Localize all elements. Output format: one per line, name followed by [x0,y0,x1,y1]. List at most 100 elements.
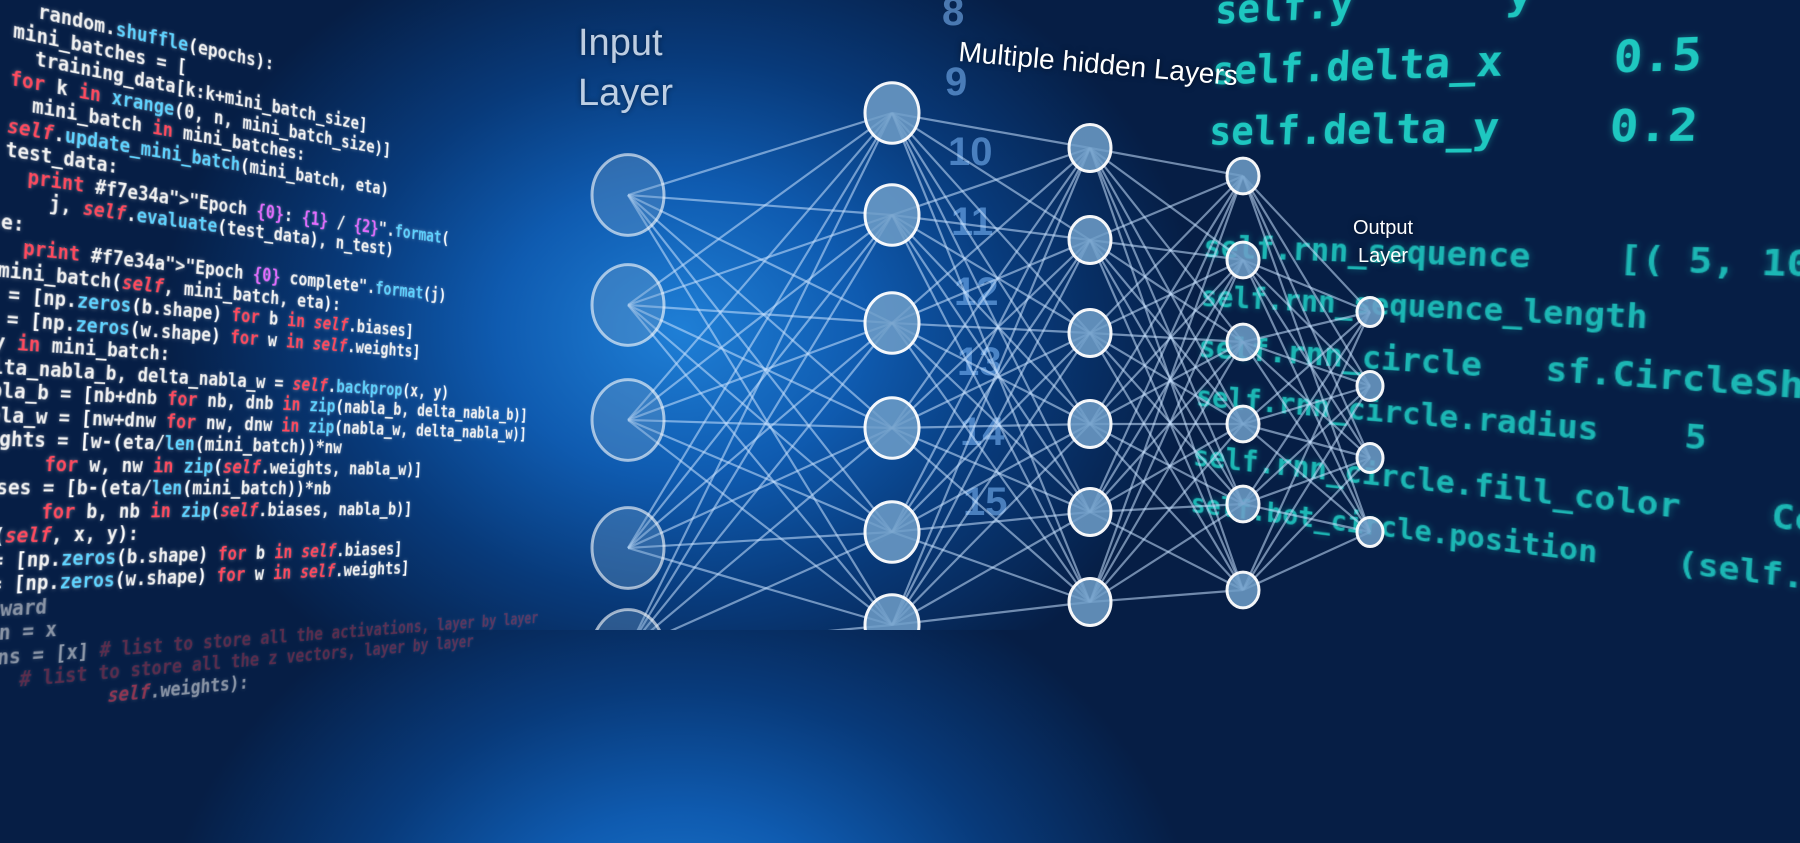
output-node [1355,369,1385,403]
hidden-node [1225,240,1261,280]
connection-edge [1089,175,1244,334]
connection-edge [1089,146,1244,178]
connection-edge [891,214,1091,425]
connection-edge [891,214,1091,513]
connection-edge [627,322,893,549]
hidden-node [1067,214,1113,266]
connection-edge [891,423,1091,626]
hidden-node [863,593,921,630]
connection-edge [891,112,1091,425]
connection-edge [1242,175,1371,387]
connection-edge [891,213,1091,242]
connection-edge [1089,147,1244,343]
connection-edge [627,304,893,533]
connection-edge [891,147,1091,429]
connection-edge [627,214,893,421]
connection-edge [627,304,893,626]
connection-edge [891,239,1091,429]
connection-edge [891,322,1091,603]
connection-edge [1242,385,1371,505]
connection-edge [1089,174,1244,242]
connection-edge [1242,456,1371,506]
connection-edge [891,239,1091,626]
connection-edge [1089,332,1244,591]
hidden-node [1067,122,1113,174]
connection-edge [627,194,893,429]
connection-edge [891,146,1091,217]
connection-edge [891,332,1091,626]
connection-edge [1089,175,1244,425]
connection-edge [1242,423,1371,533]
connection-edge [627,303,893,325]
connection-edge [891,112,1091,241]
connection-edge [1242,530,1371,592]
connection-edge [627,419,893,626]
connection-edge [627,213,893,307]
hidden-node [863,81,921,145]
connection-edge [1089,511,1244,591]
hidden-node [1225,322,1261,362]
connection-edge [1089,239,1244,505]
connection-edge [1089,502,1244,514]
connection-edge [1089,423,1244,505]
connection-edge [1089,238,1244,262]
background-number: 11 [951,200,994,244]
connection-edge [1242,457,1371,591]
connection-edge [891,600,1091,627]
background-number: 8 [942,0,965,34]
connection-edge [1242,259,1371,459]
connection-edge [827,623,893,630]
connection-edge [1242,259,1371,533]
connection-edge [1242,175,1371,313]
input-layer-label: Input Layer [578,22,674,114]
connection-edge [891,426,1091,514]
connection-edge [1242,422,1371,460]
connection-edge [1242,259,1371,387]
connection-edge [891,422,1091,430]
connection-edge [891,112,1091,334]
background-number: 12 [954,270,999,314]
connection-edge [627,194,893,533]
background-number: 9 [945,60,968,104]
input-node [590,153,666,237]
connection-edge [891,322,1091,425]
input-node [590,263,666,347]
connection-edge [1089,341,1244,603]
connection-edge [1088,175,1245,603]
hidden-node [1225,570,1261,610]
connection-edge [636,112,893,630]
background-number: 10 [948,130,993,174]
connection-edge [1242,311,1371,425]
connection-edge [891,214,1091,334]
connection-edge [890,112,1092,603]
hidden-node [1225,484,1261,524]
connection-edge [627,112,893,421]
connection-edge [1088,147,1245,591]
connection-edge [891,332,1091,429]
connection-edge [650,427,893,630]
connection-edge [891,147,1091,533]
connection-edge [1089,341,1244,513]
hidden-node [1225,404,1261,444]
connection-edge [1242,341,1371,459]
connection-edge [1242,502,1371,534]
connection-edge [1089,588,1244,604]
connection-edge [1242,310,1371,344]
connection-edge [627,321,893,422]
connection-edge [891,510,1091,534]
connection-edge [1089,147,1244,261]
network-diagram [590,81,1385,630]
connection-edge [627,111,893,197]
connection-edge [670,530,893,630]
connection-edge [891,427,1091,603]
connection-edge [1088,239,1245,591]
connection-edge [1089,332,1244,505]
connection-edge [1242,384,1371,426]
connection-edge [1089,423,1244,513]
connection-edge [627,194,893,626]
connection-edge [891,111,1091,150]
connection-edge [891,322,1091,513]
connection-edge [1242,385,1371,591]
connection-edge [1242,340,1371,388]
output-node [1355,441,1385,475]
